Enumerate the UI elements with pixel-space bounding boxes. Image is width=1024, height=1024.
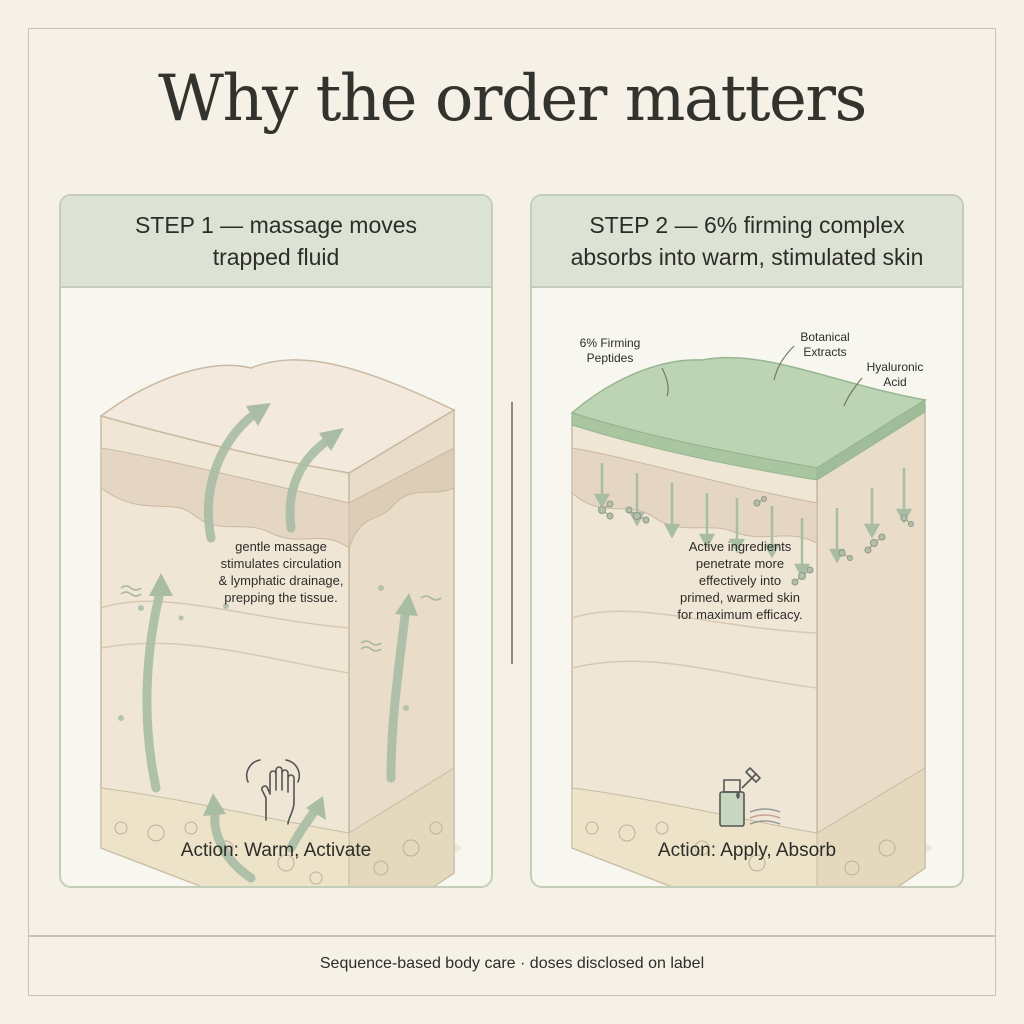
step-1-header: STEP 1 — massage moves trapped fluid [61, 196, 491, 288]
arrow-head [149, 573, 173, 596]
molecule [598, 500, 614, 520]
step-1-action: Action: Warm, Activate [180, 840, 372, 861]
fluid-dot [118, 715, 124, 721]
fat-cell [844, 860, 860, 876]
step-2-action: Action: Apply, Absorb [657, 840, 837, 861]
dermis-line [571, 660, 818, 689]
step-1-heading-line1: STEP 1 — massage moves [134, 212, 418, 238]
fat-cell [309, 871, 323, 885]
fluid-dot [223, 603, 229, 609]
skin-cross-section-massage [99, 359, 461, 886]
molecule [625, 506, 650, 524]
page-title: Why the order matters [158, 62, 867, 136]
wave-mark [120, 585, 142, 591]
caption-line: primed, warmed skin [680, 590, 800, 605]
label-line: Peptides [586, 351, 634, 365]
molecule [838, 549, 853, 561]
arrow-head [395, 593, 418, 616]
fat-cell [655, 821, 669, 835]
block-top-face [99, 359, 456, 474]
serum-layer-side [816, 399, 926, 481]
dermis-line [571, 610, 818, 634]
label-line: 6% Firming [579, 336, 641, 350]
flow-arrow [285, 433, 336, 533]
step-1-caption: gentle massage stimulates circulation & … [186, 538, 376, 606]
fat-cell [277, 854, 295, 872]
hand-massage-icon [245, 759, 301, 825]
arrow-head [246, 403, 271, 426]
label-leader [843, 377, 863, 407]
arrow-head [203, 793, 226, 816]
fat-cell [618, 824, 636, 842]
label-line: Hyaluronic [866, 360, 924, 374]
fluid-dot [403, 705, 409, 711]
caption-line: stimulates circulation [220, 556, 342, 571]
arrow-head [319, 428, 344, 451]
fat-cell [429, 821, 443, 835]
fat-cell [373, 860, 389, 876]
caption-line: Active ingredients [688, 539, 792, 554]
label-botanical-extracts: Botanical Extracts [780, 330, 870, 360]
footer-divider [28, 935, 996, 937]
label-line: Acid [883, 375, 907, 389]
fat-cell [402, 839, 420, 857]
step-2-header: STEP 2 — 6% firming complex absorbs into… [532, 196, 962, 288]
panel-divider [511, 402, 513, 664]
outer-frame [28, 28, 996, 996]
wave-mark [360, 646, 382, 652]
flow-arrow [203, 408, 261, 543]
molecule [864, 533, 886, 554]
flow-arrow [386, 603, 411, 783]
fat-cell [694, 840, 710, 856]
label-leader [661, 367, 669, 397]
molecule [753, 496, 767, 507]
step-2-panel: STEP 2 — 6% firming complex absorbs into… [530, 194, 964, 888]
label-firming-peptides: 6% Firming Peptides [560, 336, 660, 366]
skin-cross-section-serum [570, 345, 932, 886]
caption-line: for maximum efficacy. [677, 607, 803, 622]
label-leader [773, 345, 795, 381]
fat-cell [184, 821, 198, 835]
wave-mark [420, 595, 442, 601]
label-line: Extracts [803, 345, 847, 359]
caption-line: & lymphatic drainage, [218, 573, 344, 588]
flow-arrow [142, 583, 166, 793]
hypodermis-layer-side [816, 767, 926, 886]
fat-cell [748, 854, 766, 872]
fluid-dot [378, 585, 384, 591]
footer-note: Sequence-based body care · doses disclos… [319, 955, 705, 972]
label-line: Botanical [800, 330, 850, 344]
caption-line: effectively into [698, 573, 782, 588]
label-hyaluronic-acid: Hyaluronic Acid [850, 360, 940, 390]
molecule [791, 566, 814, 586]
step-2-caption: Active ingredients penetrate more effect… [650, 538, 830, 623]
serum-dropper-icon [719, 767, 781, 827]
dermis-line [100, 642, 350, 674]
caption-line: prepping the tissue. [224, 590, 338, 605]
arrow-head [306, 796, 326, 820]
step-1-panel: STEP 1 — massage moves trapped fluid [59, 194, 493, 888]
fluid-dot [138, 605, 144, 611]
fat-cell [585, 821, 599, 835]
caption-line: penetrate more [695, 556, 785, 571]
wave-mark [120, 591, 142, 597]
hypodermis-layer-side [348, 767, 455, 886]
fat-cell [114, 821, 128, 835]
caption-line: gentle massage [235, 539, 327, 554]
step-2-heading-line1: STEP 2 — 6% firming complex [589, 212, 905, 238]
dermis-line [100, 600, 350, 629]
fluid-dot [178, 615, 184, 621]
wave-mark [360, 640, 382, 646]
step-1-heading-line2: trapped fluid [212, 244, 340, 270]
molecule [900, 514, 914, 527]
epidermis-layer-side [348, 447, 455, 549]
step-2-heading-line2: absorbs into warm, stimulated skin [570, 244, 924, 270]
fat-cell [147, 824, 165, 842]
fat-cell [878, 839, 896, 857]
